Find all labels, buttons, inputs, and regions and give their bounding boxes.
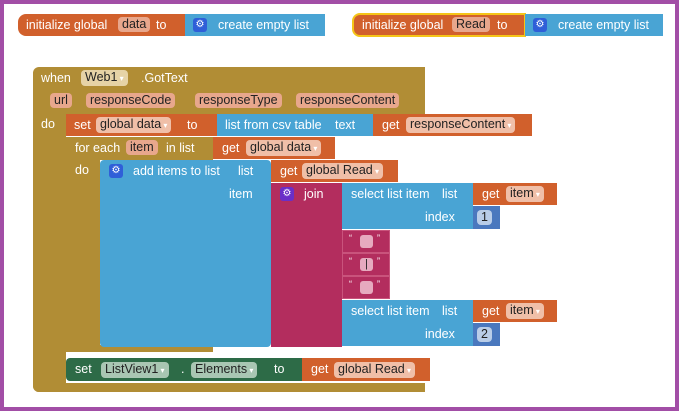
event-bottom	[33, 383, 425, 392]
variable-dropdown[interactable]: responseContent	[406, 117, 516, 133]
for-each-do-bar: do	[66, 159, 100, 352]
text-block[interactable]: “ ”	[342, 276, 390, 299]
select-list-item-block[interactable]: select list item list index	[342, 300, 473, 346]
init-global-data-block[interactable]: initialize global data to	[18, 14, 185, 36]
param-responsetype[interactable]: responseType	[195, 93, 282, 108]
to-label: to	[187, 118, 198, 132]
get-item-block[interactable]: get item	[473, 300, 557, 322]
open-quote: “	[349, 233, 352, 243]
close-quote: ”	[377, 279, 380, 289]
for-each-bottom	[66, 345, 213, 352]
join-label: join	[304, 187, 324, 201]
join-block[interactable]: ⚙ join	[271, 183, 342, 347]
select-label: select list item	[351, 187, 430, 201]
component-dropdown[interactable]: ListView1	[101, 362, 169, 378]
text-block[interactable]: “ ”	[342, 230, 390, 253]
variable-dropdown[interactable]: global data	[96, 117, 172, 133]
create-empty-list-block[interactable]: ⚙ create empty list	[525, 14, 663, 36]
text-block[interactable]: “ | ”	[342, 253, 390, 276]
number-field[interactable]: 1	[477, 210, 492, 225]
component-dropdown[interactable]: Web1	[81, 70, 128, 86]
set-listview1-elements-block[interactable]: set ListView1 . Elements to	[66, 358, 302, 381]
gear-icon[interactable]: ⚙	[280, 187, 294, 201]
dot-label: .	[181, 362, 185, 376]
variable-dropdown[interactable]: global Read	[334, 362, 415, 378]
variable-dropdown[interactable]: item	[506, 303, 544, 319]
create-empty-list-label: create empty list	[218, 18, 310, 32]
gear-icon[interactable]: ⚙	[193, 18, 207, 32]
event-do-bar: do	[33, 113, 66, 392]
create-empty-list-block[interactable]: ⚙ create empty list	[185, 14, 325, 36]
get-item-block[interactable]: get item	[473, 183, 557, 205]
select-list-item-block[interactable]: select list item list index	[342, 183, 473, 229]
add-items-to-list-block[interactable]: ⚙ add items to list list item	[100, 160, 271, 347]
create-empty-list-label: create empty list	[558, 18, 650, 32]
list-from-csv-table-block[interactable]: list from csv table text	[217, 114, 373, 136]
index-label: index	[425, 327, 455, 341]
when-web1-gottext-block[interactable]: when Web1 .GotText url responseCode resp…	[33, 67, 425, 114]
get-global-read-block[interactable]: get global Read	[302, 358, 430, 381]
open-quote: “	[349, 279, 352, 289]
close-quote: ”	[377, 233, 380, 243]
text-field[interactable]: |	[360, 258, 373, 271]
variable-dropdown[interactable]: item	[506, 186, 544, 202]
text-label: text	[335, 118, 356, 132]
gear-icon[interactable]: ⚙	[109, 164, 123, 178]
select-label: select list item	[351, 304, 430, 318]
param-responsecontent[interactable]: responseContent	[296, 93, 400, 108]
get-label: get	[280, 164, 298, 178]
number-block[interactable]: 1	[473, 206, 500, 229]
open-quote: “	[349, 256, 352, 266]
loop-var-field[interactable]: item	[126, 140, 158, 155]
list-label: list	[442, 187, 458, 201]
event-name: .GotText	[141, 71, 188, 85]
property-dropdown[interactable]: Elements	[191, 362, 258, 378]
csv-label: list from csv table	[225, 118, 322, 132]
to-label: to	[497, 18, 508, 32]
list-label: list	[238, 164, 254, 178]
param-url[interactable]: url	[50, 93, 72, 108]
get-global-data-block[interactable]: get global data	[213, 137, 335, 159]
number-field[interactable]: 2	[477, 327, 492, 342]
for-each-item-block[interactable]: for each item in list	[66, 137, 213, 160]
number-block[interactable]: 2	[473, 323, 500, 346]
get-label: get	[382, 118, 400, 132]
param-responsecode[interactable]: responseCode	[86, 93, 176, 108]
list-label: list	[442, 304, 458, 318]
when-label: when	[41, 71, 71, 85]
init-label: initialize global	[26, 18, 108, 32]
set-label: set	[75, 362, 92, 376]
get-label: get	[482, 187, 500, 201]
init-label: initialize global	[362, 18, 444, 32]
close-quote: ”	[377, 256, 380, 266]
variable-dropdown[interactable]: global Read	[302, 163, 383, 179]
to-label: to	[274, 362, 285, 376]
get-label: get	[222, 141, 240, 155]
text-field[interactable]	[360, 281, 373, 294]
init-global-read-block[interactable]: initialize global Read to	[352, 13, 526, 37]
to-label: to	[156, 18, 167, 32]
do-label: do	[41, 117, 55, 131]
gear-icon[interactable]: ⚙	[533, 18, 547, 32]
item-label: item	[229, 187, 253, 201]
do-label: do	[75, 163, 89, 177]
set-label: set	[74, 118, 91, 132]
get-label: get	[482, 304, 500, 318]
get-global-read-block[interactable]: get global Read	[271, 160, 398, 182]
set-global-data-block[interactable]: set global data to	[66, 114, 217, 136]
var-name-field[interactable]: data	[118, 17, 151, 32]
get-responsecontent-block[interactable]: get responseContent	[373, 114, 532, 136]
var-name-field[interactable]: Read	[452, 17, 490, 32]
for-each-label: for each	[75, 141, 121, 155]
index-label: index	[425, 210, 455, 224]
text-field[interactable]	[360, 235, 373, 248]
variable-dropdown[interactable]: global data	[246, 140, 322, 156]
in-list-label: in list	[166, 141, 195, 155]
get-label: get	[311, 362, 329, 376]
add-items-label: add items to list	[133, 164, 220, 178]
